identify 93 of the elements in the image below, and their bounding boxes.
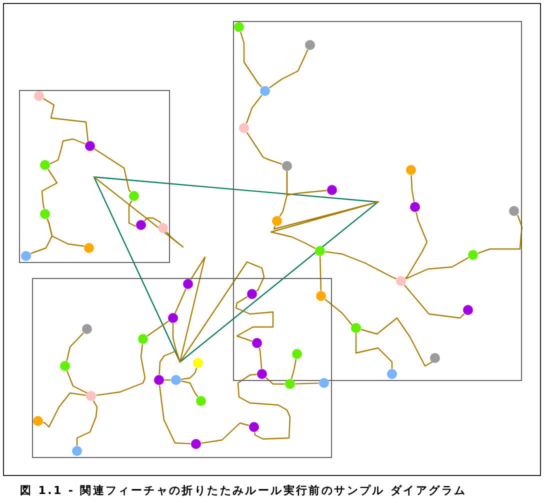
dot bbox=[326, 184, 338, 196]
connector-line bbox=[290, 359, 297, 380]
figure-caption: 図 1.1 - 関連フィーチャの折りたたみルール実行前のサンプル ダイアグラム bbox=[20, 484, 467, 497]
dot bbox=[154, 374, 164, 386]
connector-line bbox=[46, 218, 84, 247]
dot bbox=[248, 422, 260, 432]
dot bbox=[34, 90, 44, 102]
connector-line bbox=[240, 32, 262, 88]
connector-line bbox=[181, 380, 198, 398]
connector-line bbox=[43, 98, 89, 142]
connector-line bbox=[144, 217, 162, 224]
dot bbox=[72, 446, 82, 456]
dot bbox=[190, 438, 202, 450]
dot bbox=[316, 290, 326, 302]
connector-line bbox=[258, 348, 262, 369]
dot bbox=[318, 378, 330, 388]
dot bbox=[84, 140, 96, 152]
dot bbox=[40, 160, 50, 170]
dot bbox=[256, 368, 268, 380]
connector-line bbox=[406, 257, 469, 280]
connector-line bbox=[174, 288, 186, 314]
dot bbox=[508, 206, 520, 216]
dot bbox=[170, 374, 182, 386]
dot bbox=[182, 278, 194, 290]
connector-line bbox=[41, 168, 58, 209]
dot bbox=[260, 86, 270, 96]
dot bbox=[406, 164, 416, 176]
connector-line bbox=[295, 382, 319, 384]
dot bbox=[272, 216, 282, 226]
dot bbox=[238, 122, 250, 134]
connector-line bbox=[324, 298, 353, 326]
container-box bbox=[19, 90, 170, 263]
dot bbox=[234, 22, 244, 32]
dot bbox=[20, 250, 32, 262]
dot bbox=[128, 190, 140, 202]
connector-line bbox=[404, 284, 465, 319]
connector-line bbox=[146, 320, 170, 336]
dot bbox=[138, 334, 148, 344]
dot bbox=[40, 208, 50, 220]
dot bbox=[252, 338, 262, 348]
connector-line bbox=[268, 50, 308, 88]
connector-line bbox=[76, 400, 98, 446]
connector-line bbox=[410, 175, 415, 202]
connector-line bbox=[405, 212, 428, 279]
dot bbox=[192, 358, 204, 368]
connector-line bbox=[320, 256, 322, 291]
dot bbox=[82, 324, 92, 334]
connector-line bbox=[235, 296, 274, 342]
connector-line bbox=[96, 344, 146, 396]
dot bbox=[32, 416, 44, 426]
connector-line bbox=[42, 392, 86, 428]
connector-line bbox=[94, 176, 184, 248]
connector-line bbox=[246, 94, 262, 124]
dot bbox=[86, 390, 96, 402]
connector-line bbox=[478, 214, 523, 254]
connector-line bbox=[279, 171, 288, 217]
dot bbox=[84, 242, 94, 254]
dot bbox=[246, 288, 258, 300]
connector-line bbox=[180, 261, 265, 362]
dot bbox=[158, 222, 168, 234]
connector-line bbox=[179, 256, 206, 362]
connector-line bbox=[158, 350, 181, 375]
dot bbox=[284, 378, 296, 390]
connector-line bbox=[94, 148, 132, 192]
connector-line bbox=[360, 317, 433, 367]
connector-line bbox=[50, 138, 86, 164]
dot bbox=[292, 348, 302, 360]
dot bbox=[462, 304, 474, 316]
dot bbox=[396, 276, 406, 286]
connector-line bbox=[181, 368, 198, 380]
dot bbox=[60, 360, 70, 372]
connector-line bbox=[266, 377, 285, 385]
connector-line bbox=[128, 200, 136, 227]
dot bbox=[410, 202, 420, 212]
dot bbox=[168, 312, 178, 324]
dot bbox=[430, 352, 440, 364]
dot bbox=[282, 160, 292, 172]
dot bbox=[304, 40, 316, 50]
dot bbox=[314, 246, 326, 256]
connector-line bbox=[246, 132, 282, 165]
dot bbox=[196, 396, 206, 406]
connector-line bbox=[201, 422, 250, 444]
connector-line bbox=[270, 201, 379, 250]
connector-line bbox=[237, 374, 291, 440]
dot bbox=[468, 250, 478, 260]
connector-line bbox=[66, 370, 88, 394]
dot bbox=[386, 368, 398, 380]
dot bbox=[136, 220, 146, 230]
connector-line bbox=[355, 333, 393, 369]
connector-line bbox=[159, 385, 191, 444]
dot bbox=[350, 322, 362, 334]
connector-line bbox=[325, 251, 396, 280]
connector-line bbox=[66, 332, 84, 362]
